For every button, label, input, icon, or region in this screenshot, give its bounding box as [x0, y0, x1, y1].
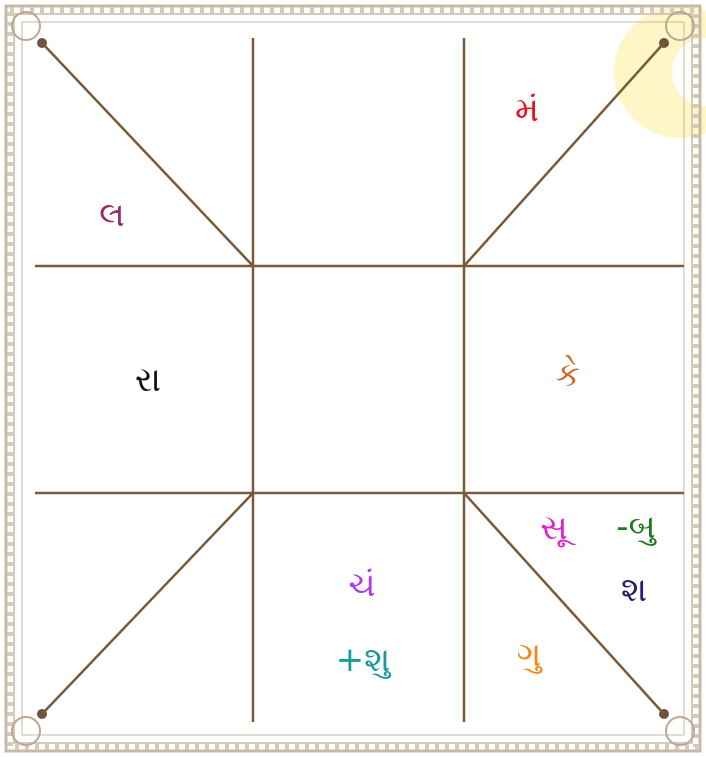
planet-ke: કે	[556, 358, 580, 392]
planet-ma: મં	[515, 93, 539, 127]
planet-su: સૂ	[540, 511, 568, 545]
planet-ra: રા	[135, 363, 161, 397]
planet-shu: +શુ	[336, 643, 391, 677]
planet-sha: શ	[621, 573, 647, 607]
planet-la: લ	[99, 198, 125, 232]
planet-gu: ગુ	[517, 638, 542, 672]
planet-cha: ચં	[348, 568, 375, 602]
planet-bu: -બુ	[616, 510, 656, 544]
chart-grid	[35, 38, 684, 722]
